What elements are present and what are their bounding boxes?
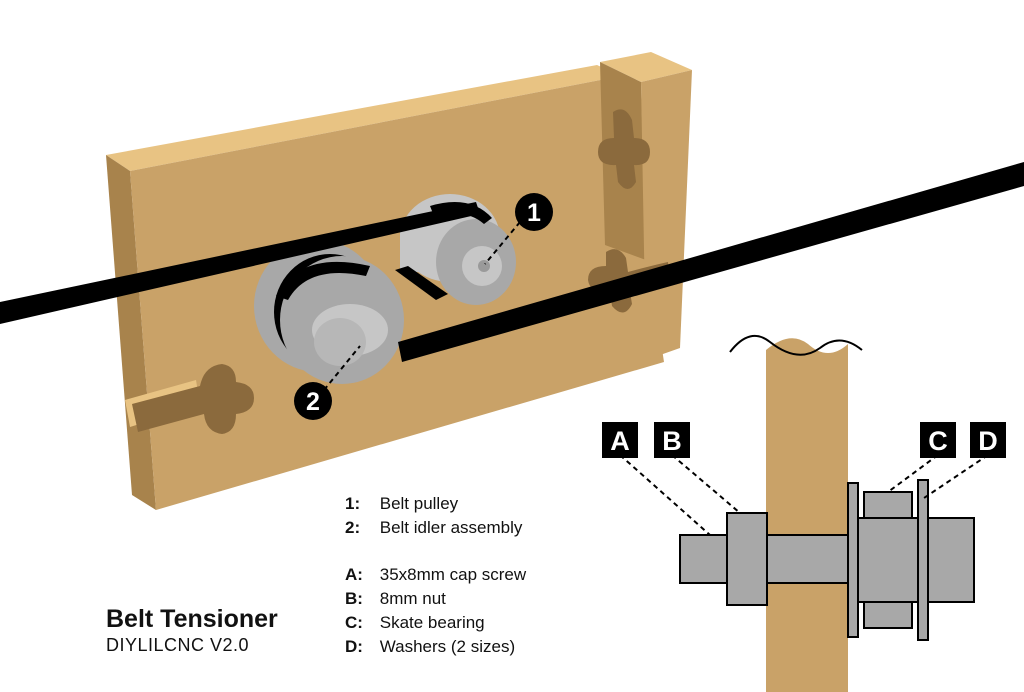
legend-label: Skate bearing <box>379 613 485 632</box>
legend-label: Washers (2 sizes) <box>379 637 516 656</box>
diagram-title: Belt Tensioner <box>106 605 278 633</box>
callout-marker-d-label: D <box>978 426 998 456</box>
callout-marker-c: C <box>920 422 956 458</box>
legend-key: 1: <box>345 494 361 513</box>
section-callout-leaders <box>619 454 989 536</box>
legend: 1: Belt pulley 2: Belt idler assembly A:… <box>345 492 526 659</box>
diagram-subtitle: DIYLILCNC V2.0 <box>106 635 250 655</box>
legend-key: D: <box>345 637 363 656</box>
callout-marker-2-label: 2 <box>306 388 320 416</box>
callout-marker-1-label: 1 <box>527 199 541 227</box>
callout-marker-a: A <box>602 422 638 458</box>
legend-row-c: C: Skate bearing <box>345 611 526 635</box>
legend-label: Belt pulley <box>379 494 459 513</box>
legend-row-2: 2: Belt idler assembly <box>345 516 526 540</box>
legend-spacer <box>345 540 526 563</box>
callout-marker-b: B <box>654 422 690 458</box>
legend-row-a: A: 35x8mm cap screw <box>345 563 526 587</box>
legend-key: A: <box>345 565 363 584</box>
title-block: Belt Tensioner DIYLILCNC V2.0 <box>106 604 278 656</box>
keyhole-slot-lower-left <box>132 364 254 434</box>
legend-row-b: B: 8mm nut <box>345 587 526 611</box>
legend-key: B: <box>345 589 363 608</box>
callout-marker-d: D <box>970 422 1006 458</box>
callout-marker-b-label: B <box>662 426 682 456</box>
timing-belt <box>0 162 1024 362</box>
callout-marker-c-label: C <box>928 426 948 456</box>
legend-key: 2: <box>345 518 361 537</box>
legend-label: Belt idler assembly <box>379 518 523 537</box>
legend-row-1: 1: Belt pulley <box>345 492 526 516</box>
callout-marker-2: 2 <box>294 382 332 420</box>
callout-marker-a-label: A <box>610 426 630 456</box>
legend-label: 35x8mm cap screw <box>379 565 527 584</box>
legend-key: C: <box>345 613 363 632</box>
cross-section <box>679 334 975 692</box>
keyhole-slot-upper-right <box>598 109 650 189</box>
legend-row-d: D: Washers (2 sizes) <box>345 635 526 659</box>
callout-leaders <box>323 221 521 391</box>
legend-label: 8mm nut <box>379 589 446 608</box>
callout-marker-1: 1 <box>515 193 553 231</box>
